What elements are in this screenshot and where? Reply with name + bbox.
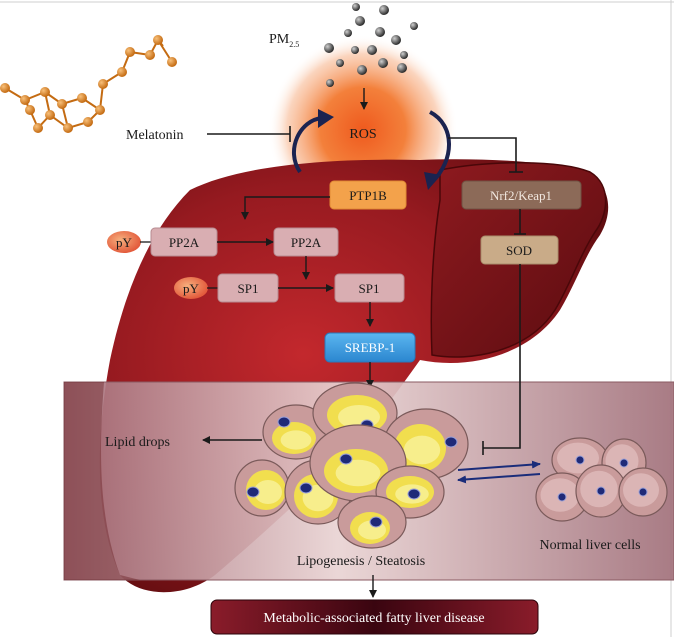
atom-icon <box>45 110 55 120</box>
fatty-hepatocyte <box>234 459 290 517</box>
atom-icon <box>117 67 127 77</box>
particle-icon <box>410 22 418 30</box>
sod-label: SOD <box>506 243 532 258</box>
particle-icon <box>344 29 352 37</box>
atom-icon <box>153 35 163 45</box>
nucleus-icon <box>277 416 291 428</box>
normal-cells-label: Normal liver cells <box>539 538 640 553</box>
normal-cell-cluster <box>535 437 668 522</box>
nucleus-icon <box>299 482 313 494</box>
nucleus-icon <box>246 486 260 498</box>
atom-icon <box>40 87 50 97</box>
nrf2-keap1-label: Nrf2/Keap1 <box>490 188 552 203</box>
particle-icon <box>397 63 407 73</box>
arrow-ptp1b-pp2a <box>241 196 330 220</box>
phosphotyrosine-2 <box>174 277 208 299</box>
particle-icon <box>391 35 401 45</box>
nucleus-icon <box>444 436 458 448</box>
particle-icon <box>352 3 360 11</box>
disease-label: Metabolic-associated fatty liver disease <box>263 611 484 626</box>
molecule-atoms <box>0 35 177 133</box>
atom-icon <box>63 123 73 133</box>
normal-hepatocyte <box>618 467 668 517</box>
atom-icon <box>125 47 135 57</box>
nucleus-icon <box>638 487 648 497</box>
atom-icon <box>57 99 67 109</box>
nucleus-icon <box>619 458 629 468</box>
nucleus-icon <box>369 516 383 528</box>
pp2a-phos-label: PP2A <box>169 235 200 250</box>
pp2a-label: PP2A <box>291 235 322 250</box>
particle-icon <box>324 43 334 53</box>
fatty-hepatocyte <box>262 404 330 460</box>
atom-icon <box>33 123 43 133</box>
atom-icon <box>20 95 30 105</box>
nucleus-icon <box>407 488 421 500</box>
nucleus-icon <box>575 455 585 465</box>
particle-icon <box>336 59 344 67</box>
particle-icon <box>326 79 334 87</box>
atom-icon <box>25 105 35 115</box>
particle-icon <box>400 51 408 59</box>
sp1-phos-label: SP1 <box>238 281 259 296</box>
normal-hepatocyte <box>575 464 627 518</box>
atom-icon <box>145 50 155 60</box>
ros-label: ROS <box>349 127 376 142</box>
steatotic-cell-cluster <box>234 382 469 549</box>
nucleus-icon <box>339 453 353 465</box>
inhibit-ros-nrf2 <box>448 137 517 172</box>
inhibit-sod-lipogenesis <box>483 264 521 449</box>
lipid-drops-label: Lipid drops <box>105 435 170 450</box>
pm25-label: PM2.5 <box>269 32 299 49</box>
particle-icon <box>351 46 359 54</box>
py1-label: pY <box>116 235 133 250</box>
atom-icon <box>98 79 108 89</box>
particle-icon <box>378 58 388 68</box>
arrow-to-steatosis <box>457 473 541 484</box>
atom-icon <box>95 105 105 115</box>
sp1-label: SP1 <box>359 281 380 296</box>
ptp1b-label: PTP1B <box>349 188 387 203</box>
nucleus-icon <box>557 492 567 502</box>
phosphotyrosine-1 <box>107 231 141 253</box>
particle-icon <box>375 27 385 37</box>
lipogenesis-label: Lipogenesis / Steatosis <box>297 554 425 569</box>
disease-box <box>210 599 539 635</box>
atom-icon <box>83 117 93 127</box>
srebp1-label: SREBP-1 <box>345 340 396 355</box>
particle-icon <box>379 5 389 15</box>
fatty-hepatocyte <box>337 495 407 549</box>
nucleus-icon <box>596 486 606 496</box>
atom-icon <box>167 57 177 67</box>
py2-label: pY <box>183 281 200 296</box>
atom-icon <box>77 93 87 103</box>
arrow-to-normal <box>457 460 541 471</box>
particle-icon <box>367 45 377 55</box>
melatonin-label: Melatonin <box>126 128 184 143</box>
fatty-hepatocyte <box>375 465 445 519</box>
atom-icon <box>0 83 10 93</box>
ptp1b-box <box>329 180 407 210</box>
nrf2-keap1-box <box>461 180 582 210</box>
particle-icon <box>357 65 367 75</box>
pm25-particles-icon <box>324 3 418 87</box>
particle-icon <box>355 16 365 26</box>
